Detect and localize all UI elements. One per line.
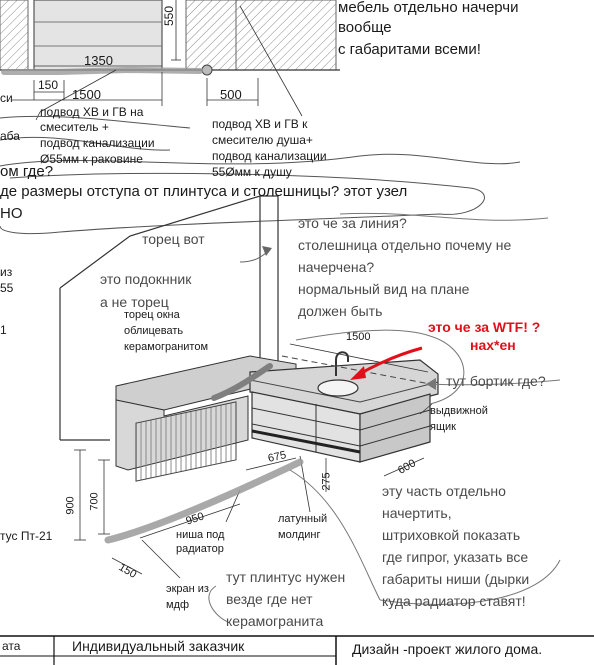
question-scribble [0, 172, 485, 235]
comment-wtf-1: это че за WTF! ? [428, 319, 541, 335]
comment-line-q4: нормальный вид на плане [298, 281, 470, 297]
plan-dim-1500: 1500 [72, 87, 101, 102]
label-torets-okna-3: керамогранитом [124, 341, 209, 353]
plan-drain-icon [201, 64, 213, 76]
label-torets-okna-2: облицевать [124, 325, 184, 337]
comment-separate-3: штриховкой показать [382, 527, 521, 543]
plan-left-cut-1: си [0, 91, 13, 105]
comment-line-q1: это че за линия? [298, 215, 407, 231]
highlight-plinth [104, 458, 304, 544]
comment-podokonnik-2: а не торец [100, 294, 169, 310]
plan-left-cut-2: аба [0, 129, 20, 143]
comment-plinth-3: керамогранита [226, 613, 324, 629]
top-note-line1: мебель отдельно начерчи [338, 0, 519, 16]
left-cut-2: 55 [0, 281, 14, 295]
top-note-line2: вообще [338, 19, 392, 36]
faucet-icon [335, 351, 349, 376]
title-project: Дизайн -проект жилого дома. [352, 641, 543, 657]
sink-label-line2: смеситель + [40, 120, 109, 134]
label-molding-2: молдинг [278, 529, 321, 541]
highlight-window-edge [211, 363, 273, 401]
comment-podokonnik-1: это подокнник [100, 271, 192, 287]
comment-line-q2: столешница отдельно почему не [298, 237, 512, 253]
comment-wtf-2: нах*ен [470, 337, 516, 353]
plan-wall-left [0, 0, 29, 71]
label-screen-2: мдф [166, 599, 190, 611]
title-block [0, 635, 594, 665]
comment-line-q3: начерчена? [298, 259, 375, 275]
shower-label-line4: 55Øмм к душу [212, 165, 292, 179]
comment-bortik: тут бортик где? [446, 373, 546, 389]
label-dim-275: 275 [320, 472, 333, 491]
label-niche-2: радиатор [176, 543, 224, 555]
sink-label-line3: подвод канализации [40, 136, 155, 150]
label-dim-900: 900 [64, 496, 77, 515]
left-cut-1: из [0, 265, 13, 279]
plan-view [0, 0, 521, 167]
sink-bowl-icon [317, 379, 359, 397]
brass-molding [251, 429, 361, 454]
plan-question-cut: ом где? [0, 163, 54, 180]
sink-label-line4: Ø55мм к раковине [40, 152, 143, 166]
mystery-line [281, 355, 431, 385]
isometric-view [59, 195, 439, 579]
comment-plinth-1: тут плинтус нужен [226, 569, 346, 585]
title-cell-left: ата [2, 639, 21, 653]
question-main-line2: НО [0, 205, 23, 222]
label-screen-1: экран из [166, 583, 209, 595]
comment-separate-4: где гипрог, указать все [382, 549, 529, 565]
label-dim-700: 700 [88, 492, 101, 511]
label-molding-1: латунный [278, 513, 328, 525]
comment-torets-vot: торец вот [142, 231, 205, 247]
comment-separate-1: эту часть отдельно [382, 483, 506, 499]
sink-label-line1: подвод ХВ и ГВ на [40, 105, 144, 119]
plan-dim-1350: 1350 [84, 53, 113, 68]
plan-dim-550: 550 [162, 5, 176, 26]
title-client: Индивидуальный заказчик [72, 638, 245, 654]
top-note-line3: с габаритами всеми! [338, 41, 481, 58]
comment-plinth-2: везде где нет [226, 591, 313, 607]
label-drawer-1: выдвижной [430, 405, 488, 417]
label-torets-okna-1: торец окна [124, 309, 180, 321]
shower-label-line2: смесителю душа+ [212, 133, 313, 147]
label-drawer-2: ящик [430, 421, 456, 433]
shower-label-line1: подвод ХВ и ГВ к [212, 117, 308, 131]
left-cut-4: тус Пт-21 [0, 529, 53, 543]
plan-wall-right [185, 0, 337, 71]
label-dim-1500: 1500 [346, 331, 371, 343]
comment-separate-2: начертить, [382, 505, 452, 521]
plan-cabinet [33, 0, 163, 71]
question-main-line1: де размеры отступа от плинтуса и столешн… [0, 183, 408, 200]
comment-line-q5: должен быть [298, 303, 383, 319]
shower-label-line3: подвод канализации [212, 149, 327, 163]
comment-separate-6: куда радиатор ставят! [382, 593, 526, 609]
label-niche-1: ниша под [176, 529, 225, 541]
plan-dim-500: 500 [220, 87, 242, 102]
comment-separate-5: габариты ниши (дырки [382, 571, 530, 587]
left-cut-3: 1 [0, 323, 7, 337]
radiator-grill [135, 401, 237, 482]
plan-dim-150: 150 [38, 78, 59, 92]
